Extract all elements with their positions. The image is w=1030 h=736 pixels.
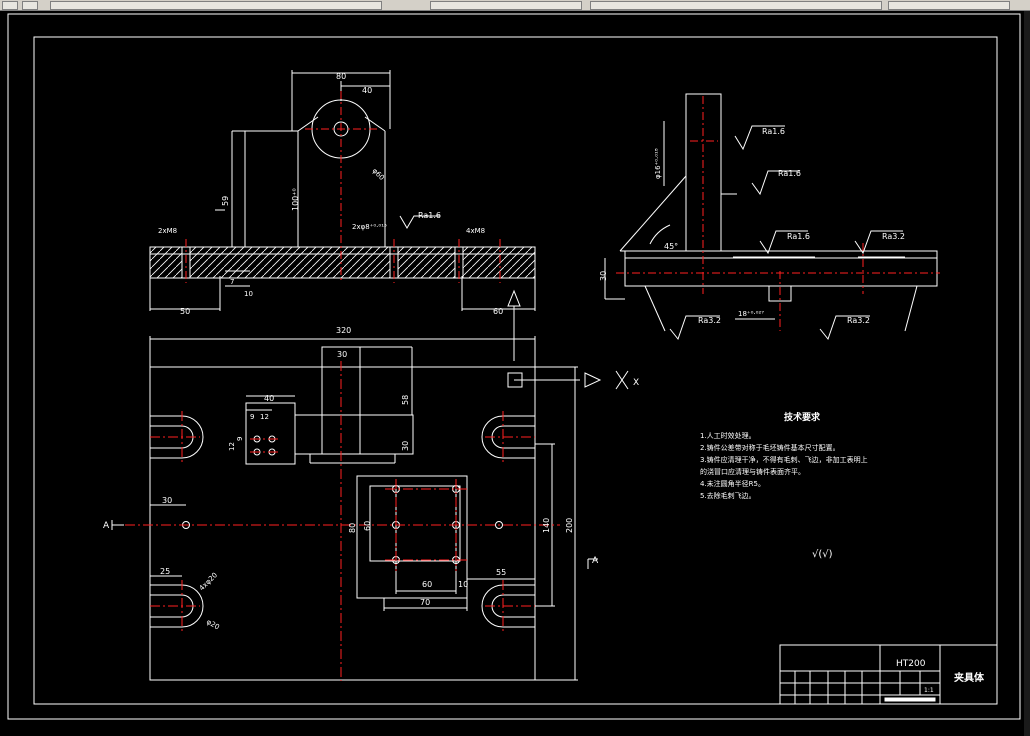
section-a-left: A bbox=[103, 521, 110, 531]
front-center-lines bbox=[185, 91, 501, 283]
title-block bbox=[779, 644, 998, 705]
plan-center-lines bbox=[125, 361, 560, 681]
dim-t7: 7 bbox=[230, 278, 234, 286]
dim-t10: 10 bbox=[244, 290, 253, 298]
dim-m8-right: 4xM8 bbox=[466, 227, 485, 235]
tech-req-item-2: 2.铸件公差带对称于毛坯铸件基本尺寸配置。 bbox=[700, 443, 840, 452]
dim-w80: 80 bbox=[336, 72, 346, 81]
dim-h80: 80 bbox=[348, 523, 357, 533]
dim-w40: 40 bbox=[362, 86, 372, 95]
dim-w30b: 30 bbox=[162, 496, 172, 505]
dim-h200: 200 bbox=[565, 518, 574, 533]
title-scale: 1:1 bbox=[924, 687, 934, 694]
dim-h12: 12 bbox=[260, 413, 269, 421]
title-material: HT200 bbox=[896, 659, 926, 669]
dim-4xphi20: 4xφ20 bbox=[198, 571, 219, 592]
dim-vert-tol: φ16⁺⁰·⁰¹⁸ bbox=[654, 148, 662, 179]
toolbar-button-2[interactable] bbox=[22, 1, 38, 10]
dim-h58: 58 bbox=[401, 395, 410, 405]
dim-w70: 70 bbox=[420, 598, 430, 607]
tech-req-item-6: 5.去除毛刺飞边。 bbox=[700, 491, 756, 500]
tech-requirements: 技术要求 1.人工时效处理。 2.铸件公差带对称于毛坯铸件基本尺寸配置。 3.铸… bbox=[700, 411, 868, 560]
dim-h30-plan: 30 bbox=[401, 441, 410, 451]
dim-w25: 25 bbox=[160, 567, 170, 576]
dim-h12b: 12 bbox=[228, 442, 236, 451]
dim-m8-left: 2xM8 bbox=[158, 227, 177, 235]
axis-x-label: X bbox=[633, 378, 639, 388]
lineweight-dropdown[interactable] bbox=[888, 1, 1010, 10]
rough-ra32-side-c: Ra3.2 bbox=[847, 316, 870, 325]
tech-req-item-1: 1.人工时效处理。 bbox=[700, 431, 756, 440]
dim-w320: 320 bbox=[336, 326, 351, 335]
side-center-lines bbox=[616, 96, 940, 331]
dim-w60-plan: 60 bbox=[422, 580, 432, 589]
rough-ra16-side-a: Ra1.6 bbox=[762, 127, 785, 136]
dim-w40-plan: 40 bbox=[264, 394, 274, 403]
dim-w50: 50 bbox=[180, 307, 190, 316]
side-view bbox=[604, 93, 938, 332]
dim-hole-tol-side: 18⁺⁰·⁰²⁷ bbox=[738, 310, 764, 318]
tech-req-title: 技术要求 bbox=[784, 411, 821, 423]
dim-h100: 100⁺⁰ bbox=[291, 188, 300, 211]
sheet-inner-border bbox=[33, 36, 998, 705]
dim-h9b: 9 bbox=[236, 437, 244, 441]
dim-h9: 9 bbox=[250, 413, 254, 421]
linetype-dropdown[interactable] bbox=[590, 1, 882, 10]
toolbar bbox=[0, 0, 1030, 11]
dim-w60: 60 bbox=[493, 307, 503, 316]
rough-ra16-side-b: Ra1.6 bbox=[778, 169, 801, 178]
dim-phi20: φ20 bbox=[205, 618, 221, 632]
base-plate-section bbox=[149, 246, 536, 279]
rough-ra16-side-c: Ra1.6 bbox=[787, 232, 810, 241]
section-a-right: A bbox=[592, 556, 599, 566]
dim-w55: 55 bbox=[496, 568, 506, 577]
dim-angle-45: 45° bbox=[664, 242, 678, 251]
dim-hole-tol: 2xφ8⁺⁰·⁰¹⁵ bbox=[352, 223, 387, 231]
tech-req-item-4: 的浇冒口应清理与铸件表面齐平。 bbox=[700, 467, 805, 476]
roughness-general-symbol: √(√) bbox=[812, 549, 833, 560]
dim-h30-side: 30 bbox=[599, 271, 608, 281]
layer-dropdown[interactable] bbox=[50, 1, 382, 10]
dim-w10: 10 bbox=[458, 580, 468, 589]
dim-h59: 59 bbox=[221, 196, 230, 206]
toolbar-button-1[interactable] bbox=[2, 1, 18, 10]
dim-w30: 30 bbox=[337, 350, 347, 359]
front-view bbox=[149, 70, 536, 311]
rough-ra32-side-b: Ra3.2 bbox=[698, 316, 721, 325]
title-part-name: 夹具体 bbox=[954, 671, 985, 684]
vertical-scrollbar[interactable] bbox=[1024, 11, 1030, 736]
plan-view bbox=[111, 336, 629, 681]
dim-h60: 60 bbox=[363, 521, 372, 531]
dim-h140: 140 bbox=[542, 518, 551, 533]
cad-drawing: 80 40 59 100⁺⁰ φ60 2xM8 4xM8 2xφ8⁺⁰·⁰¹⁵ … bbox=[7, 13, 1021, 720]
tech-req-item-3: 3.铸件应清理干净，不得有毛刺、飞边，非加工表明上 bbox=[700, 455, 868, 464]
sheet-outer-border bbox=[7, 13, 1021, 720]
dim-phi60: φ60 bbox=[371, 167, 386, 182]
rough-ra32-side-a: Ra3.2 bbox=[882, 232, 905, 241]
color-dropdown[interactable] bbox=[430, 1, 582, 10]
tech-req-item-5: 4.未注圆角半径R5。 bbox=[700, 479, 765, 488]
